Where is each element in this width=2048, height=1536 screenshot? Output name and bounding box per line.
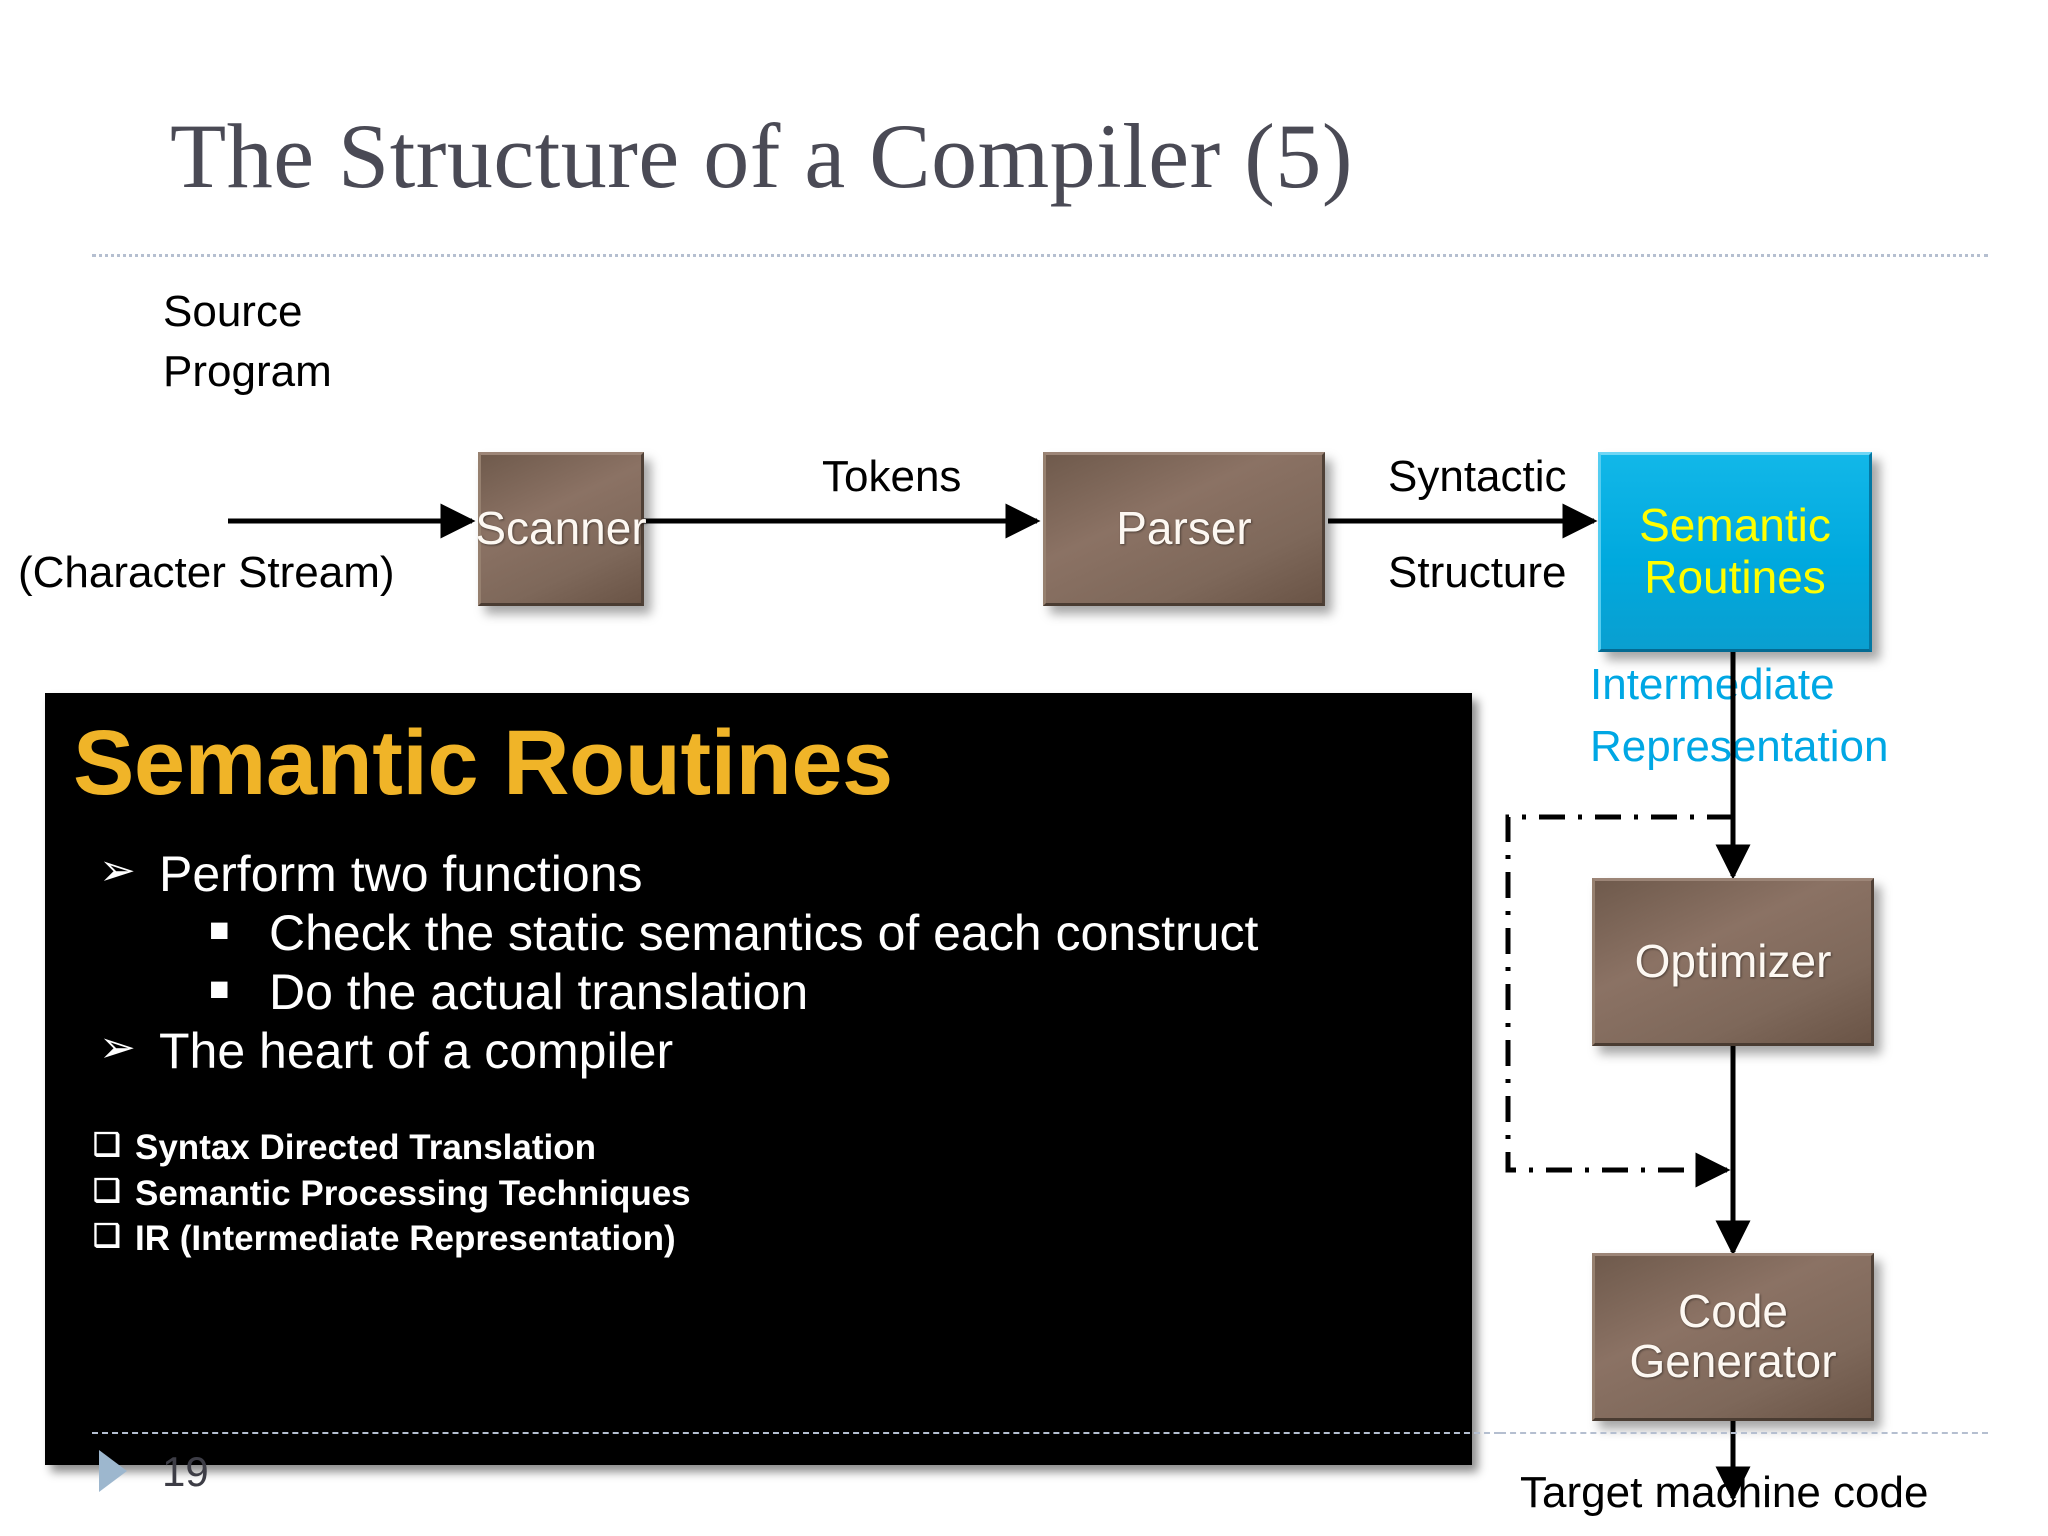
tokens-label: Tokens xyxy=(822,452,962,501)
list-item-label: Syntax Directed Translation xyxy=(135,1128,596,1167)
character-stream-label: (Character Stream) xyxy=(18,548,395,597)
list-item: ➢ The heart of a compiler xyxy=(61,1022,1441,1081)
syntactic-label: Syntactic xyxy=(1388,452,1567,501)
panel-topic-list: ❑ Syntax Directed Translation ❑ Semantic… xyxy=(93,1125,1413,1262)
list-item-label: Check the static semantics of each const… xyxy=(269,905,1259,961)
footer-divider-left xyxy=(92,1432,1500,1434)
arrow-bullet-icon: ➢ xyxy=(99,1023,136,1072)
panel-bullet-list: ➢ Perform two functions ■ Check the stat… xyxy=(61,845,1441,1081)
title-divider xyxy=(92,254,1988,257)
panel-heading: Semantic Routines xyxy=(73,712,893,814)
list-item: ❑ Semantic Processing Techniques xyxy=(93,1171,1413,1217)
source-program-line1: Source xyxy=(163,287,303,336)
hollow-square-bullet-icon: ❑ xyxy=(93,1218,121,1253)
semantic-routines-panel: Semantic Routines ➢ Perform two function… xyxy=(45,693,1472,1465)
intermediate-representation-line1: Intermediate xyxy=(1590,660,1835,709)
list-item-label: Semantic Processing Techniques xyxy=(135,1173,691,1213)
list-item-label: Perform two functions xyxy=(159,846,643,902)
list-item: ➢ Perform two functions xyxy=(61,845,1441,904)
list-item: ❑ IR (Intermediate Representation) xyxy=(93,1216,1413,1262)
semantic-routines-box-line1: Semantic xyxy=(1639,499,1831,552)
hollow-square-bullet-icon: ❑ xyxy=(93,1172,121,1208)
list-item-label: The heart of a compiler xyxy=(159,1023,674,1079)
square-bullet-icon: ■ xyxy=(209,970,230,1008)
semantic-routines-box[interactable]: Semantic Routines xyxy=(1598,452,1872,652)
semantic-routines-box-line2: Routines xyxy=(1644,551,1826,603)
list-item: ■ Check the static semantics of each con… xyxy=(61,904,1441,963)
source-program-line2: Program xyxy=(163,347,332,396)
page-title: The Structure of a Compiler (5) xyxy=(170,105,1354,207)
hollow-square-bullet-icon: ❑ xyxy=(93,1127,121,1162)
scanner-box[interactable]: Scanner xyxy=(475,452,647,606)
list-item: ❑ Syntax Directed Translation xyxy=(93,1125,1413,1171)
page-marker-triangle-icon xyxy=(99,1450,127,1492)
optimizer-box[interactable]: Optimizer xyxy=(1592,878,1874,1046)
parser-box-label: Parser xyxy=(1116,502,1252,555)
list-item-label: IR (Intermediate Representation) xyxy=(135,1219,676,1258)
square-bullet-icon: ■ xyxy=(209,911,230,949)
structure-label: Structure xyxy=(1388,548,1567,597)
parser-box[interactable]: Parser xyxy=(1043,452,1325,606)
intermediate-representation-line2: Representation xyxy=(1590,722,1889,771)
code-generator-box-line1: Code xyxy=(1678,1285,1788,1338)
code-generator-box[interactable]: Code Generator xyxy=(1592,1253,1874,1421)
footer-divider-right xyxy=(1500,1432,1988,1434)
list-item-label: Do the actual translation xyxy=(269,964,809,1020)
arrow-bullet-icon: ➢ xyxy=(99,846,136,895)
optimizer-box-label: Optimizer xyxy=(1634,935,1832,988)
code-generator-box-line2: Generator xyxy=(1629,1335,1837,1387)
scanner-box-label: Scanner xyxy=(475,502,647,555)
page-number: 19 xyxy=(162,1448,209,1495)
list-item: ■ Do the actual translation xyxy=(61,963,1441,1022)
